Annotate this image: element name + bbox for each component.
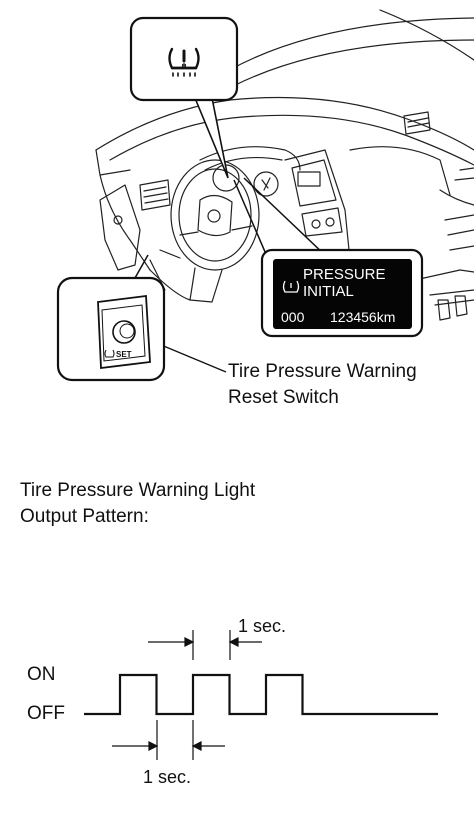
display-line-pressure: PRESSURE (303, 266, 386, 283)
on-level-label: ON (27, 664, 56, 685)
interval-markers (112, 630, 262, 760)
pattern-title-line2: Output Pattern: (20, 506, 149, 527)
reset-switch-callout (56, 276, 166, 382)
display-trip-value: 000 (281, 309, 305, 325)
reset-switch-button (112, 320, 136, 344)
pattern-title-line1: Tire Pressure Warning Light (20, 480, 256, 501)
warning-light-callout (129, 16, 239, 102)
display-odometer-value: 123456km (330, 309, 396, 325)
display-line-initial: INITIAL (303, 283, 354, 300)
waveform-line (84, 673, 438, 716)
lcd-screen (273, 259, 412, 329)
reset-switch-callout-line1: Tire Pressure Warning (228, 361, 417, 382)
top-interval-label: 1 sec. (238, 616, 287, 636)
bottom-interval-label: 1 sec. (143, 767, 192, 787)
warning-callout-tail (194, 97, 229, 179)
off-level-label: OFF (27, 703, 65, 724)
reset-switch-callout-line2: Reset Switch (228, 387, 339, 408)
multi-info-display-callout (260, 248, 424, 338)
output-pattern-waveform (84, 673, 438, 716)
display-tire-icon (282, 280, 300, 293)
switch-set-label: SET (116, 350, 132, 359)
tire-pressure-warning-icon (168, 47, 200, 77)
switch-tire-icon (104, 349, 115, 358)
